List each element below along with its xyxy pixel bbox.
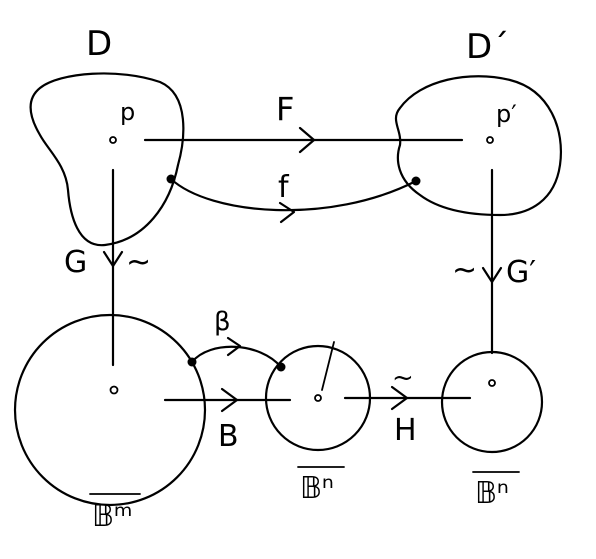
label-ball-n-mid: 𝔹ⁿ	[300, 471, 334, 506]
label-map-G-prime: G′	[506, 255, 536, 290]
ball-m-circle	[13, 313, 207, 507]
arrow-beta-head	[226, 336, 242, 357]
arrow-B-head	[220, 387, 239, 413]
label-map-H: H	[394, 413, 417, 448]
arrow-f-curve	[169, 177, 418, 212]
label-map-beta: β	[214, 307, 231, 337]
label-ball-m: 𝔹ᵐ	[92, 499, 133, 534]
label-map-B: B	[218, 419, 239, 454]
label-tilde-right: ~	[452, 253, 477, 288]
arrow-beta-curve	[190, 345, 283, 369]
label-ball-n-right: 𝔹ⁿ	[475, 476, 509, 511]
label-tilde-H: ~	[392, 363, 414, 393]
arrow-G-prime-head	[481, 266, 503, 284]
domain-d-prime-shape	[394, 75, 562, 217]
arrow-f-head	[278, 201, 296, 224]
domain-d-shape	[29, 72, 185, 247]
label-map-G: G	[64, 245, 87, 280]
arrow-H-head	[390, 385, 409, 411]
bgp-pointer-line	[321, 341, 335, 391]
point-gp-marker	[109, 385, 119, 395]
label-map-F: F	[276, 90, 294, 128]
label-map-f: f	[278, 170, 290, 205]
label-point-p: p	[120, 98, 135, 126]
ball-n-right-circle	[440, 350, 544, 454]
point-bgp-marker	[314, 394, 322, 402]
label-domain-d-prime: D´	[466, 27, 509, 67]
point-gp-prime-marker	[488, 379, 496, 387]
arrow-G-head	[102, 250, 124, 268]
label-point-p-prime: p′	[496, 100, 517, 128]
label-tilde-left: ~	[126, 245, 151, 280]
point-p-prime-marker	[486, 136, 494, 144]
point-p-marker	[109, 136, 117, 144]
arrow-F-head	[298, 126, 316, 154]
label-domain-d: D	[86, 24, 112, 64]
